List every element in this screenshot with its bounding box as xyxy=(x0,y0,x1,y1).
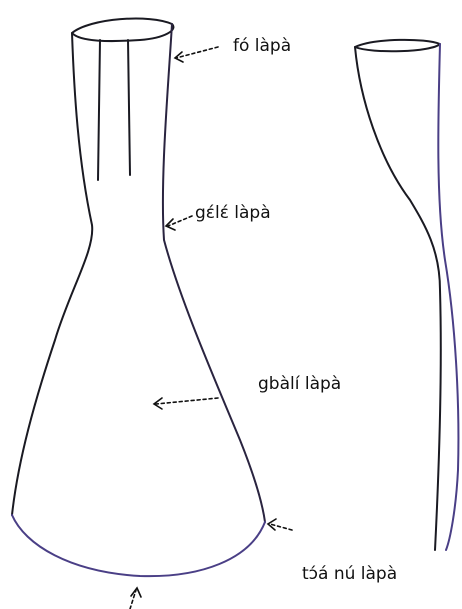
neck-inner-left xyxy=(98,40,100,180)
side-mouth xyxy=(355,40,440,51)
label-body: gbàlí làpà xyxy=(258,376,341,393)
gourd-mouth xyxy=(72,18,173,41)
label-top: fó làpà xyxy=(233,38,291,55)
neck-inner-right xyxy=(128,40,130,175)
gourd-right-outline xyxy=(163,24,265,522)
arrows xyxy=(130,47,292,609)
arrow-bottom-head xyxy=(131,588,141,597)
side-left-outline xyxy=(355,47,441,550)
gourd-base xyxy=(12,515,265,576)
gourd-left-outline xyxy=(12,33,92,515)
label-neck: gɛ́lɛ́ làpà xyxy=(195,205,271,222)
side-gourd xyxy=(355,40,458,550)
arrow-body xyxy=(156,398,218,404)
side-right-outline xyxy=(438,44,458,550)
front-gourd xyxy=(12,18,265,576)
label-base: tɔ́á nú làpà xyxy=(302,566,397,583)
